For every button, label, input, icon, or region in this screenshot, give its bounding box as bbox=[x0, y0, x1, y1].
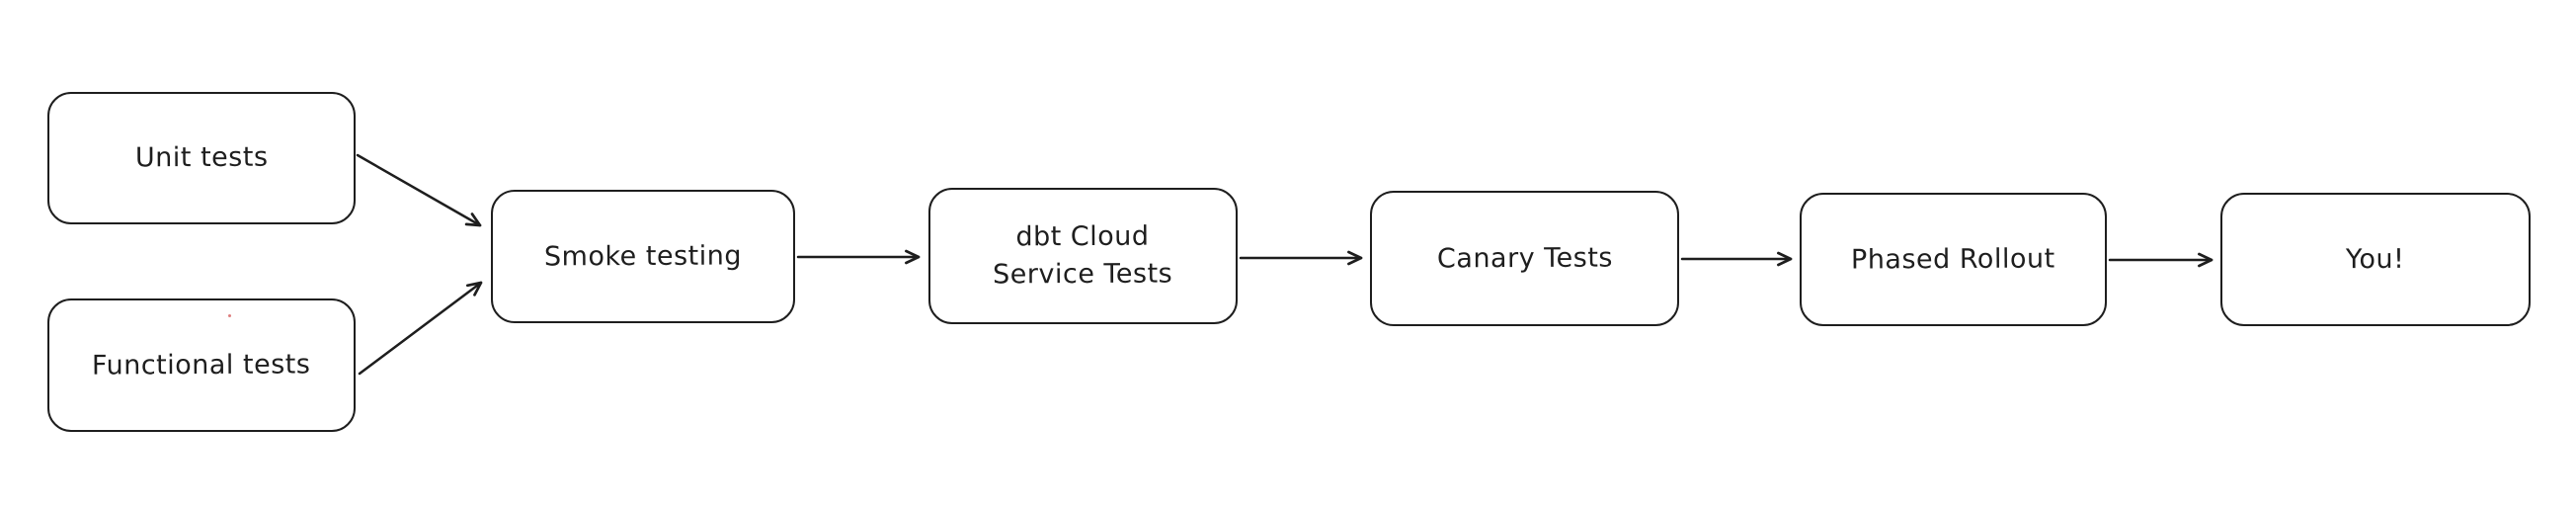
node-unit-tests-label: Unit tests bbox=[134, 141, 269, 174]
node-phased-rollout[interactable]: Phased Rollout bbox=[1800, 193, 2107, 326]
node-you-label: You! bbox=[2346, 243, 2405, 275]
node-you[interactable]: You! bbox=[2220, 193, 2531, 326]
node-dbt-cloud-service-tests-label: dbt Cloud Service Tests bbox=[993, 220, 1173, 291]
node-canary-tests[interactable]: Canary Tests bbox=[1370, 191, 1679, 326]
node-canary-tests-label: Canary Tests bbox=[1436, 242, 1613, 275]
node-functional-tests-label: Functional tests bbox=[92, 349, 311, 382]
node-phased-rollout-label: Phased Rollout bbox=[1851, 243, 2055, 276]
node-smoke-testing-label: Smoke testing bbox=[543, 240, 743, 273]
node-functional-tests[interactable]: Functional tests bbox=[47, 298, 356, 432]
edge-functional-tests-to-smoke-testing bbox=[358, 281, 483, 376]
edge-unit-tests-to-smoke-testing bbox=[356, 153, 482, 227]
stray-red-dot bbox=[228, 314, 231, 317]
node-smoke-testing[interactable]: Smoke testing bbox=[491, 190, 795, 323]
node-unit-tests[interactable]: Unit tests bbox=[47, 92, 356, 224]
node-dbt-cloud-service-tests[interactable]: dbt Cloud Service Tests bbox=[928, 188, 1238, 324]
